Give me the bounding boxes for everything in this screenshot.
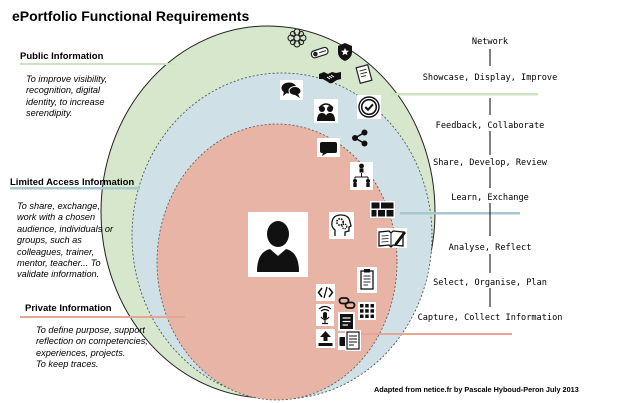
code-icon [316, 284, 335, 301]
person-avatar-icon [248, 212, 308, 277]
upload-icon [316, 329, 335, 348]
share-icon [352, 129, 368, 147]
stage-network: Network [471, 37, 509, 47]
credit-line: Adapted from netice.fr by Pascale Hyboud… [374, 385, 579, 394]
link-icon [338, 297, 356, 309]
flower-emblem-icon [287, 28, 307, 48]
stage-select: Select, Organise, Plan [433, 278, 547, 288]
handshake-icon [319, 72, 341, 84]
org-chart-icon [350, 162, 373, 190]
dashboard-tiles-icon [370, 201, 395, 218]
gears-head-icon [329, 212, 354, 239]
stage-showcase: Showcase, Display, Improve [422, 73, 558, 83]
book-writing-icon [377, 228, 407, 248]
private-connector-right [352, 333, 512, 335]
stage-feedback: Feedback, Collaborate [435, 121, 545, 131]
stage-learn: Learn, Exchange [451, 193, 529, 203]
microphone-icon [316, 304, 334, 326]
limited-description: To share, exchange, work with a chosen a… [17, 201, 114, 280]
private-connector-left [20, 316, 185, 318]
certificate-scroll-icon [310, 46, 329, 59]
public-label: Public Information [20, 51, 104, 62]
headset-team-icon [314, 99, 338, 123]
public-connector-left [20, 63, 175, 65]
private-description: To define purpose, support reflection on… [36, 325, 148, 370]
limited-connector-right [400, 212, 520, 215]
speech-bubbles-icon [280, 80, 303, 100]
badge-check-icon [357, 95, 381, 119]
limited-connector-left [10, 187, 140, 190]
public-connector-right [390, 93, 538, 96]
private-label: Private Information [25, 303, 112, 314]
police-badge-icon [338, 43, 352, 61]
list-document-icon [338, 312, 355, 331]
document-pen-icon [355, 64, 373, 84]
limited-label: Limited Access Information [10, 177, 135, 188]
stage-analyse: Analyse, Reflect [448, 243, 532, 253]
text-page-icon [345, 330, 361, 351]
chat-bubble-icon [317, 138, 340, 157]
stage-capture: Capture, Collect Information [417, 313, 563, 323]
public-description: To improve visibility, recognition, digi… [26, 74, 108, 119]
diagram-title: ePortfolio Functional Requirements [12, 8, 250, 24]
stage-share: Share, Develop, Review [433, 158, 547, 168]
notepad-icon [357, 267, 377, 293]
grid-dots-icon [358, 302, 376, 320]
